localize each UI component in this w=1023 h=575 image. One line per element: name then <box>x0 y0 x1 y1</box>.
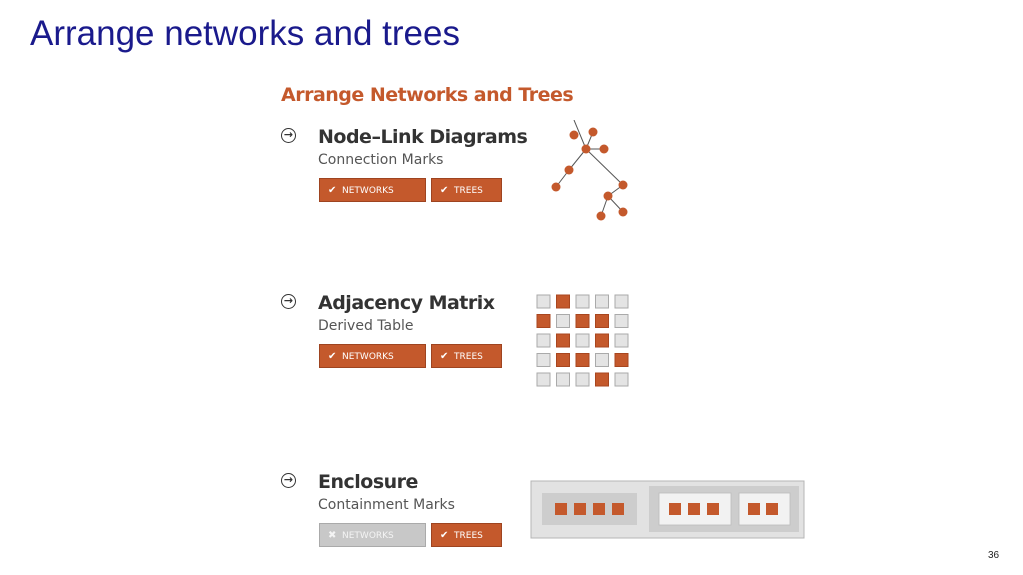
leaf <box>555 503 567 515</box>
item-title: Adjacency Matrix <box>318 292 495 314</box>
tag-label: TREES <box>454 352 483 362</box>
leaf <box>669 503 681 515</box>
matrix-cell-filled <box>575 353 590 367</box>
networks-tag: ✔ NETWORKS <box>319 344 426 368</box>
matrix-cell-filled <box>575 314 590 328</box>
check-icon: ✔ <box>440 351 449 362</box>
node-link-diagram <box>551 120 628 221</box>
leaf <box>593 503 605 515</box>
item-title: Node–Link Diagrams <box>318 126 528 148</box>
node <box>618 180 628 190</box>
matrix-cell-empty <box>556 314 570 328</box>
check-icon: ✔ <box>328 185 337 196</box>
matrix-cell-empty <box>536 353 551 367</box>
trees-tag: ✔ TREES <box>431 178 502 202</box>
leaf <box>766 503 778 515</box>
matrix-cell-filled <box>556 353 570 367</box>
circle-arrow-icon: → <box>281 128 296 143</box>
matrix-cell-empty <box>536 333 551 348</box>
matrix-cell-empty <box>536 294 551 309</box>
item-title: Enclosure <box>318 471 418 493</box>
networks-tag: ✔ NETWORKS <box>319 178 426 202</box>
node <box>569 130 579 140</box>
matrix-cell-empty <box>575 372 590 387</box>
node <box>551 182 561 192</box>
matrix-cell-filled <box>595 314 609 328</box>
item-subtitle: Containment Marks <box>318 497 455 513</box>
matrix-cell-empty <box>614 294 629 309</box>
slide-title: Arrange networks and trees <box>30 14 460 53</box>
enclosure-diagram <box>530 480 805 539</box>
edge <box>568 148 587 171</box>
edge <box>573 120 587 150</box>
adjacency-matrix <box>536 294 629 387</box>
matrix-cell-empty <box>595 294 609 309</box>
matrix-cell-empty <box>556 372 570 387</box>
item-subtitle: Derived Table <box>318 318 414 334</box>
tag-label: NETWORKS <box>342 352 394 362</box>
trees-tag: ✔ TREES <box>431 344 502 368</box>
node <box>581 144 591 154</box>
leaf <box>612 503 624 515</box>
check-icon: ✔ <box>440 530 449 541</box>
matrix-cell-filled <box>595 372 609 387</box>
circle-arrow-icon: → <box>281 294 296 309</box>
matrix-cell-empty <box>614 372 629 387</box>
leaf <box>707 503 719 515</box>
networks-tag: ✖ NETWORKS <box>319 523 426 547</box>
leaf <box>688 503 700 515</box>
page-number: 36 <box>988 550 1000 561</box>
tag-label: TREES <box>454 186 483 196</box>
node <box>618 207 628 217</box>
enclosure-leaves <box>669 503 778 515</box>
node-link-nodes <box>551 127 628 221</box>
tag-label: TREES <box>454 531 483 541</box>
check-icon: ✔ <box>328 351 337 362</box>
node <box>564 165 574 175</box>
circle-arrow-icon: → <box>281 473 296 488</box>
enclosure-leaves <box>555 503 624 515</box>
matrix-cell-filled <box>614 353 629 367</box>
matrix-cell-empty <box>614 314 629 328</box>
node <box>599 144 609 154</box>
tag-label: NETWORKS <box>342 186 394 196</box>
item-subtitle: Connection Marks <box>318 152 444 168</box>
trees-tag: ✔ TREES <box>431 523 502 547</box>
tag-label: NETWORKS <box>342 531 394 541</box>
x-icon: ✖ <box>328 530 337 541</box>
matrix-cell-empty <box>614 333 629 348</box>
node <box>596 211 606 221</box>
matrix-cell-empty <box>536 372 551 387</box>
edge <box>585 148 624 186</box>
matrix-cell-filled <box>556 294 570 309</box>
matrix-cell-empty <box>575 333 590 348</box>
enclosure-subgroup <box>738 492 791 526</box>
matrix-cell-filled <box>536 314 551 328</box>
matrix-cell-empty <box>595 353 609 367</box>
matrix-cell-empty <box>575 294 590 309</box>
node <box>588 127 598 137</box>
leaf <box>574 503 586 515</box>
leaf <box>748 503 760 515</box>
matrix-cell-filled <box>556 333 570 348</box>
matrix-cell-filled <box>595 333 609 348</box>
panel-heading: Arrange Networks and Trees <box>281 84 574 106</box>
check-icon: ✔ <box>440 185 449 196</box>
node <box>603 191 613 201</box>
